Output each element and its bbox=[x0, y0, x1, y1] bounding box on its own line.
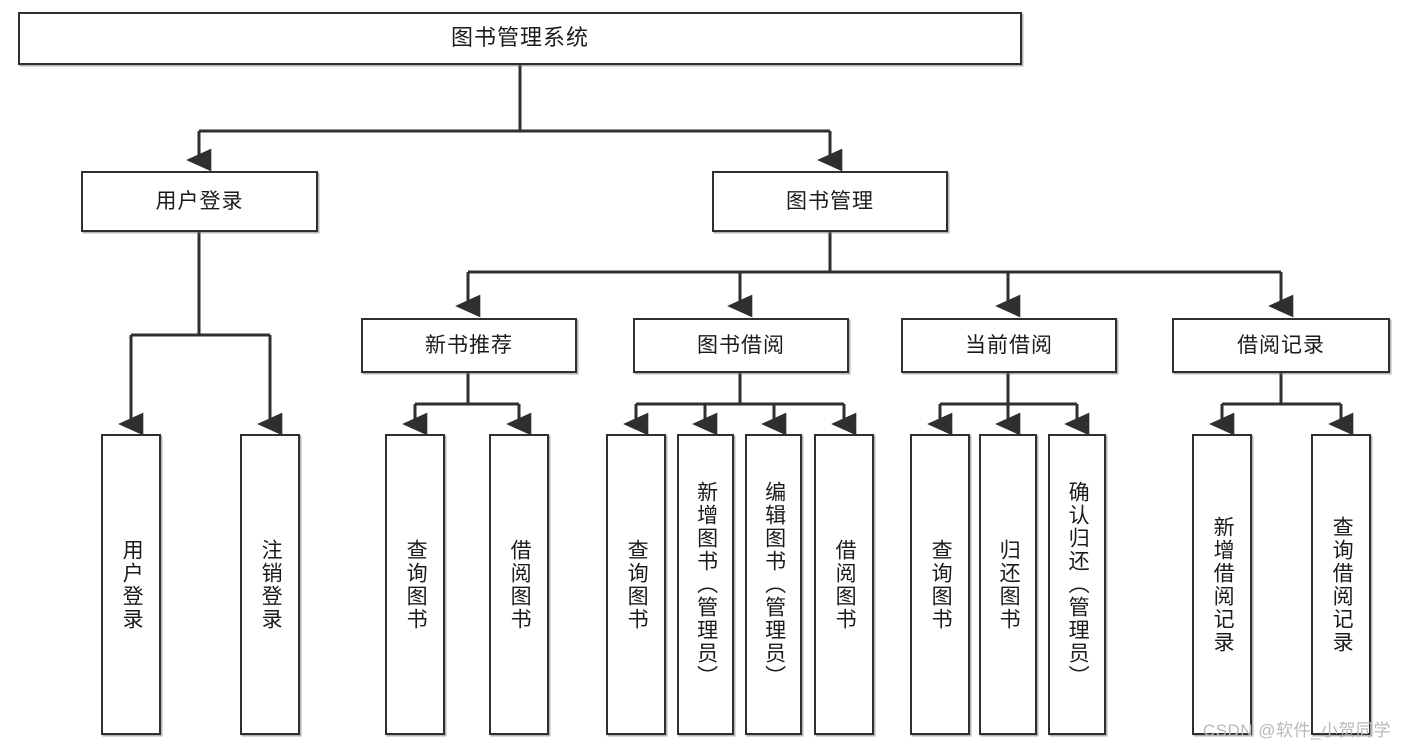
node-label: 借阅图书 bbox=[833, 538, 857, 631]
leaf-user-login-logout[interactable]: 注销登录 bbox=[240, 434, 300, 735]
node-label: 图书管理系统 bbox=[450, 25, 589, 51]
leaf-current-return-book[interactable]: 归还图书 bbox=[979, 434, 1037, 735]
node-label: 确认归还（管理员） bbox=[1066, 481, 1090, 688]
node-label: 查询图书 bbox=[404, 538, 428, 631]
leaf-borrow-edit-book-admin[interactable]: 编辑图书（管理员） bbox=[745, 434, 802, 735]
leaf-record-add-record[interactable]: 新增借阅记录 bbox=[1192, 434, 1252, 735]
node-new-book-recommend[interactable]: 新书推荐 bbox=[361, 318, 577, 373]
node-label: 查询借阅记录 bbox=[1330, 515, 1354, 654]
leaf-current-query-book[interactable]: 查询图书 bbox=[910, 434, 970, 735]
leaf-record-query-record[interactable]: 查询借阅记录 bbox=[1311, 434, 1371, 735]
node-current-borrow[interactable]: 当前借阅 bbox=[901, 318, 1117, 373]
node-label: 用户登录 bbox=[120, 538, 144, 631]
node-label: 新书推荐 bbox=[425, 333, 513, 357]
leaf-borrow-borrow-book[interactable]: 借阅图书 bbox=[814, 434, 874, 735]
node-user-login[interactable]: 用户登录 bbox=[81, 171, 318, 232]
node-label: 图书管理 bbox=[786, 189, 874, 213]
node-book-borrow[interactable]: 图书借阅 bbox=[633, 318, 849, 373]
node-label: 查询图书 bbox=[929, 538, 953, 631]
leaf-recommend-query-book[interactable]: 查询图书 bbox=[385, 434, 445, 735]
leaf-current-confirm-return-admin[interactable]: 确认归还（管理员） bbox=[1048, 434, 1106, 735]
node-label: 借阅记录 bbox=[1237, 333, 1325, 357]
node-label: 图书借阅 bbox=[697, 333, 785, 357]
node-label: 用户登录 bbox=[155, 189, 244, 213]
node-label: 查询图书 bbox=[625, 538, 649, 631]
node-root-system[interactable]: 图书管理系统 bbox=[18, 12, 1022, 65]
node-label: 新增图书（管理员） bbox=[694, 481, 718, 688]
leaf-borrow-query-book[interactable]: 查询图书 bbox=[606, 434, 666, 735]
leaf-recommend-borrow-book[interactable]: 借阅图书 bbox=[489, 434, 549, 735]
node-label: 新增借阅记录 bbox=[1211, 515, 1235, 654]
leaf-borrow-add-book-admin[interactable]: 新增图书（管理员） bbox=[677, 434, 734, 735]
leaf-user-login-login[interactable]: 用户登录 bbox=[101, 434, 161, 735]
node-label: 注销登录 bbox=[259, 538, 283, 631]
node-label: 编辑图书（管理员） bbox=[762, 481, 786, 688]
node-label: 当前借阅 bbox=[965, 333, 1053, 357]
node-label: 归还图书 bbox=[997, 538, 1021, 631]
node-book-management[interactable]: 图书管理 bbox=[712, 171, 948, 232]
node-borrow-record[interactable]: 借阅记录 bbox=[1172, 318, 1390, 373]
watermark-text: CSDN @软件_小贺同学 bbox=[1202, 721, 1391, 740]
node-label: 借阅图书 bbox=[508, 538, 532, 631]
